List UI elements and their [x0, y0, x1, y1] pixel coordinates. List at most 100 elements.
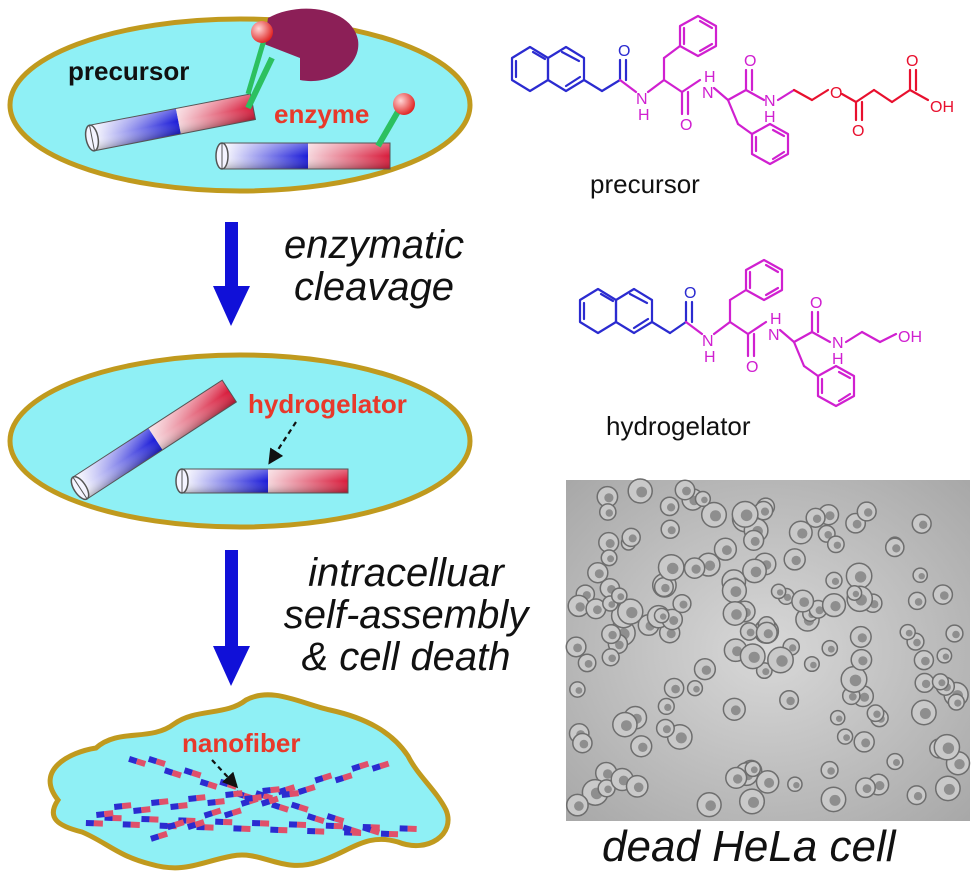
- nanofiber-segment: [133, 806, 151, 814]
- micrograph-cell-nucleus: [791, 555, 801, 566]
- micrograph-cell-nucleus: [849, 674, 862, 687]
- precursor-O6: O: [906, 53, 918, 70]
- nanofiber-segment: [252, 820, 270, 827]
- micrograph-cell-nucleus: [604, 493, 614, 503]
- substrate-ball-upper: [251, 21, 273, 43]
- step2-label: intracelluar self-assembly & cell death: [256, 552, 556, 678]
- hydrogelator-label: hydrogelator: [248, 389, 407, 419]
- micrograph-cell-nucleus: [942, 653, 950, 660]
- arrow-enzymatic-cleavage: [213, 222, 250, 326]
- micrograph-cell-nucleus: [575, 687, 583, 694]
- hydrogelator-O3: O: [810, 295, 822, 312]
- step2-line3: & cell death: [301, 635, 511, 679]
- enzyme-shape: [264, 8, 359, 82]
- nanofiber-segment: [380, 830, 399, 838]
- hydrogelator-caption: hydrogelator: [606, 411, 751, 441]
- precursor-OH: OH: [930, 99, 954, 116]
- precursor-rod-lower: [215, 142, 391, 170]
- micrograph-cell-nucleus: [633, 782, 644, 793]
- hydrogelator-H2: H: [770, 311, 782, 328]
- micrograph-cell-nucleus: [594, 569, 604, 579]
- nanofiber-segment: [244, 794, 262, 802]
- micrograph-cell-nucleus: [748, 651, 760, 663]
- hydrogelator-N2: N: [768, 327, 780, 344]
- nanofiber-segment: [326, 813, 345, 825]
- nanofiber-segment: [85, 820, 103, 827]
- micrograph-cell-nucleus: [830, 601, 841, 612]
- precursor-naphthyl: [510, 45, 628, 93]
- micrograph-cell-nucleus: [584, 660, 593, 668]
- hydrogelator-H3: H: [832, 351, 844, 368]
- nanofiber-segment: [351, 760, 370, 772]
- micrograph-cell-nucleus: [797, 528, 808, 539]
- micrograph-cell-nucleus: [776, 589, 784, 596]
- micrograph-cell-nucleus: [669, 616, 679, 625]
- nanofiber-segment: [399, 825, 417, 832]
- nanofiber-segment: [307, 828, 325, 835]
- nanofiber-segment: [199, 778, 218, 790]
- hydrogelator-rod-diagonal: [70, 379, 238, 501]
- micrograph-cell-nucleus: [746, 628, 755, 637]
- micrograph-cell-nucleus: [858, 656, 868, 666]
- micrograph-cell-nucleus: [843, 734, 850, 741]
- nanofiber-segment: [281, 790, 299, 798]
- nanofiber-segment: [297, 784, 316, 795]
- micrograph-cell-nucleus: [605, 509, 613, 517]
- hydrogelator-structure: [578, 258, 898, 408]
- nanofiber-segment: [290, 801, 309, 813]
- hydrogelator-N3: N: [832, 335, 844, 352]
- micrograph-cell-nucleus: [704, 560, 716, 571]
- micrograph-cell-nucleus: [638, 742, 648, 752]
- micrograph-cell-nucleus: [854, 571, 867, 583]
- nanofiber-segment: [166, 819, 185, 831]
- precursor-structure: [510, 14, 930, 166]
- micrograph-cell-nucleus: [827, 767, 835, 775]
- nanofiber-segment: [334, 772, 353, 784]
- precursor-N2: N: [702, 85, 714, 102]
- cell-nanofiber: nanofiber: [47, 692, 451, 871]
- micrograph-cell-nucleus: [682, 486, 691, 496]
- micrograph-cell-nucleus: [667, 526, 676, 535]
- micrograph-cell-nucleus: [833, 541, 842, 549]
- micrograph-cell-nucleus: [636, 486, 648, 498]
- micrograph-cell-nucleus: [913, 792, 923, 801]
- micrograph-cell-nucleus: [660, 613, 667, 620]
- micrograph-cell-nucleus: [693, 685, 700, 693]
- micrograph-cell-nucleus: [763, 629, 773, 639]
- micrograph-cell-nucleus: [740, 509, 753, 522]
- micrograph-cell-nucleus: [733, 774, 743, 784]
- micrograph-cell-nucleus: [710, 510, 721, 522]
- nanofiber-segment: [150, 830, 169, 842]
- hydrogelator-naphthyl: [578, 287, 694, 335]
- micrograph-cell-nucleus: [671, 684, 680, 694]
- nanofiber-segment: [271, 801, 290, 813]
- micrograph-cell-nucleus: [701, 665, 712, 675]
- micrograph-cell-nucleus: [918, 573, 925, 580]
- micrograph-cell-nucleus: [919, 708, 931, 719]
- micrograph-cell-nucleus: [848, 692, 857, 701]
- micrograph-cell-nucleus: [575, 602, 585, 612]
- micrograph-cell-nucleus: [919, 520, 928, 529]
- micrograph-cell-nucleus: [914, 598, 923, 606]
- nanofiber-segment: [128, 756, 147, 767]
- micrograph-cell-nucleus: [662, 725, 671, 734]
- precursor-O3: O: [744, 53, 756, 70]
- micrograph-cell-nucleus: [628, 534, 637, 543]
- micrograph-cell-nucleus: [799, 597, 810, 607]
- step1-label: enzymatic cleavage: [264, 224, 484, 308]
- nanofiber-segment: [122, 821, 140, 828]
- micrograph-cell-nucleus: [921, 656, 930, 666]
- precursor-H2: H: [704, 69, 716, 86]
- step2-line2: self-assembly: [283, 593, 529, 637]
- nanofiber-segment: [147, 755, 166, 767]
- micrograph-cell-nucleus: [810, 661, 817, 669]
- step1-line2: cleavage: [293, 265, 455, 309]
- micrograph-cell-nucleus: [667, 503, 676, 512]
- micrograph-cell-nucleus: [786, 696, 795, 706]
- micrograph-cell-nucleus: [608, 601, 616, 608]
- precursor-O4: O: [830, 85, 842, 102]
- micrograph-cell-nucleus: [943, 783, 955, 795]
- micrograph-cell-nucleus: [875, 781, 885, 791]
- micrograph-cell-nucleus: [829, 794, 841, 806]
- step2-line1: intracelluar: [308, 551, 504, 595]
